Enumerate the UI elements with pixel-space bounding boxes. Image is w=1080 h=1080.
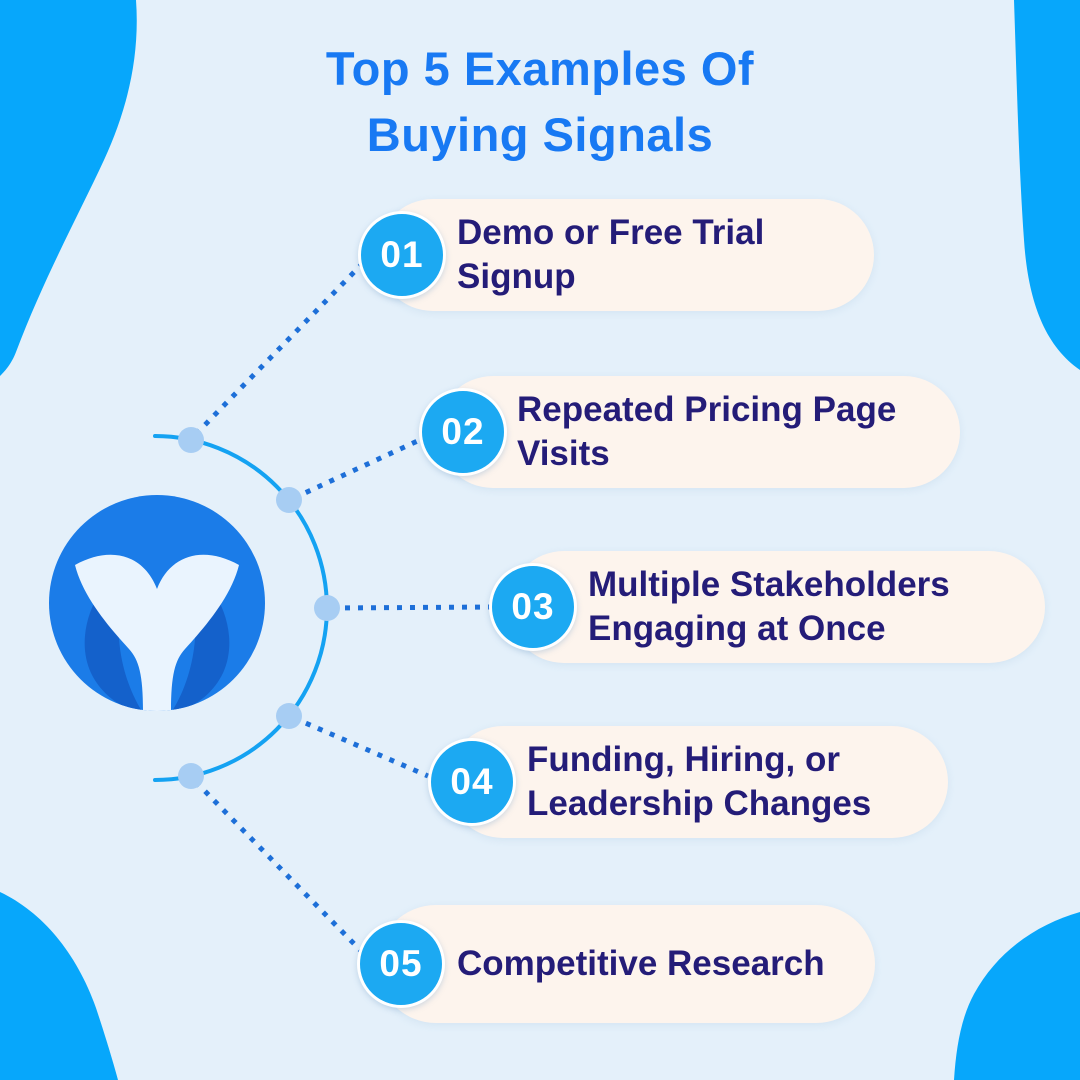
item-number-badge-5: 05 (357, 920, 445, 1008)
buying-signal-item-2: 02 Repeated Pricing Page Visits (419, 376, 960, 488)
whale-tail-icon (49, 495, 265, 711)
item-number-badge-2: 02 (419, 388, 507, 476)
buying-signal-item-4: 04 Funding, Hiring, or Leadership Change… (428, 726, 948, 838)
junction-dot-3 (314, 595, 340, 621)
dotted-line-1 (194, 262, 364, 436)
item-number-2: 02 (441, 411, 485, 452)
page-title-line1: Top 5 Examples Of (325, 42, 755, 95)
item-number-badge-4: 04 (428, 738, 516, 826)
dotted-line-3 (331, 604, 493, 611)
dotted-line-4 (293, 715, 429, 779)
item-number-5: 05 (379, 943, 423, 984)
dotted-line-5 (194, 780, 366, 956)
item-number-badge-1: 01 (358, 211, 446, 299)
buying-signal-item-1: 01 Demo or Free Trial Signup (358, 199, 874, 311)
buying-signal-item-5: 05 Competitive Research (357, 905, 875, 1023)
buying-signal-item-3: 03 Multiple Stakeholders Engaging at Onc… (489, 551, 1045, 663)
item-label-5: Competitive Research (457, 944, 825, 983)
item-label-4: Funding, Hiring, or Leadership Changes (527, 740, 872, 823)
dotted-line-2 (292, 435, 426, 501)
page-title: Top 5 Examples Of Buying Signals (0, 36, 1080, 168)
junction-dot-5 (178, 763, 204, 789)
junction-dot-2 (276, 487, 302, 513)
blob-bottom-right (954, 912, 1080, 1080)
brand-logo (49, 495, 265, 711)
item-number-3: 03 (511, 586, 555, 627)
blob-bottom-left (0, 892, 118, 1080)
item-number-4: 04 (450, 761, 494, 802)
item-label-1: Demo or Free Trial Signup (457, 213, 765, 296)
item-label-2: Repeated Pricing Page Visits (517, 390, 897, 473)
blob-top-right (1014, 0, 1080, 370)
blob-top-left (0, 0, 137, 376)
item-number-badge-3: 03 (489, 563, 577, 651)
item-label-3: Multiple Stakeholders Engaging at Once (588, 565, 950, 648)
item-number-1: 01 (380, 234, 424, 275)
page-title-line2: Buying Signals (366, 108, 714, 161)
junction-dot-1 (178, 427, 204, 453)
junction-dot-4 (276, 703, 302, 729)
